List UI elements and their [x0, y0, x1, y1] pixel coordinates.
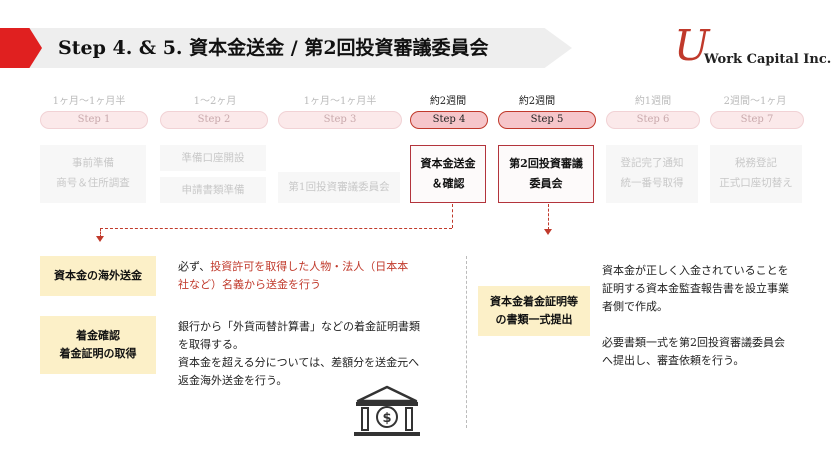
- duration-step3: 1ヶ月〜1ヶ月半: [303, 96, 377, 107]
- receipt-description: 銀行から「外貨両替計算書」などの着金証明書類 を取得する。 資本金を超える分につ…: [178, 318, 448, 390]
- title-banner: [24, 28, 572, 68]
- arrow-down-icon: [544, 229, 552, 235]
- step5-line1: 第2回投資審議: [509, 157, 583, 170]
- submission-line4: [602, 316, 822, 334]
- step-pill-5[interactable]: Step 5: [498, 111, 596, 129]
- remittance-text-highlight-1: 投資許可を取得した人物・法人（日本本: [210, 260, 409, 273]
- step1-line2: 商号＆住所調査: [56, 177, 130, 189]
- submission-line6: へ提出し、審査依頼を行う。: [602, 354, 745, 367]
- step6-box: 登記完了通知 統一番号取得: [606, 145, 698, 203]
- step-pill-3[interactable]: Step 3: [278, 111, 402, 129]
- step-pill-1[interactable]: Step 1: [40, 111, 148, 129]
- step6-line2: 統一番号取得: [620, 177, 684, 189]
- submission-label-line2: の書類一式提出: [495, 313, 573, 326]
- submission-line5: 必要書類一式を第2回投資審議委員会: [602, 336, 785, 349]
- step1-box: 事前準備 商号＆住所調査: [40, 145, 146, 203]
- remittance-text-a: 必ず、: [178, 260, 211, 273]
- step3-box: 第1回投資審議委員会: [278, 172, 400, 203]
- label-document-submission: 資本金着金証明等 の書類一式提出: [478, 286, 590, 336]
- receipt-line2: を取得する。: [178, 338, 244, 351]
- step-pill-2[interactable]: Step 2: [160, 111, 268, 129]
- receipt-line4: 返金海外送金を行う。: [178, 374, 288, 387]
- duration-step1: 1ヶ月〜1ヶ月半: [52, 96, 126, 107]
- label-overseas-remittance: 資本金の海外送金: [40, 256, 156, 296]
- duration-step7: 2週間〜1ヶ月: [723, 96, 787, 107]
- page-title: Step 4. & 5. 資本金送金 / 第2回投資審議委員会: [58, 37, 489, 59]
- step4-line2: ＆確認: [431, 177, 465, 190]
- receipt-line3: 資本金を超える分については、差額分を送金元へ: [178, 356, 420, 369]
- remittance-text-highlight-2: 社など）名義から送金を行う: [178, 278, 321, 291]
- step-pill-4[interactable]: Step 4: [410, 111, 488, 129]
- remittance-description: 必ず、投資許可を取得した人物・法人（日本本 社など）名義から送金を行う: [178, 258, 448, 294]
- duration-step4: 約2週間: [429, 96, 467, 107]
- step7-line1: 税務登記: [735, 157, 777, 169]
- step2-box-bottom: 申請書類準備: [160, 177, 266, 203]
- label-receipt-confirmation: 着金確認 着金証明の取得: [40, 316, 156, 374]
- step2-box-top: 準備口座開設: [160, 145, 266, 171]
- step1-line1: 事前準備: [72, 157, 114, 169]
- submission-line3: 者側で作成。: [602, 300, 668, 313]
- connector-step4-down: [452, 204, 453, 228]
- duration-step5: 約2週間: [518, 96, 556, 107]
- step5-line2: 委員会: [529, 177, 563, 190]
- step6-line1: 登記完了通知: [620, 157, 684, 169]
- receipt-line1: 銀行から「外貨両替計算書」などの着金証明書類: [178, 320, 420, 333]
- svg-text:$: $: [382, 411, 391, 426]
- step4-line1: 資本金送金: [420, 157, 476, 170]
- step-pill-6[interactable]: Step 6: [606, 111, 700, 129]
- section-divider: [466, 256, 467, 428]
- step7-line2: 正式口座切替え: [719, 177, 793, 189]
- connector-step4-horizontal: [100, 228, 452, 229]
- duration-step6: 約1週間: [634, 96, 672, 107]
- logo-text: Work Capital Inc.: [704, 52, 832, 67]
- submission-line2: 証明する資本金監査報告書を設立事業: [602, 282, 789, 295]
- submission-line1: 資本金が正しく入金されていることを: [602, 264, 789, 277]
- receipt-label-line2: 着金証明の取得: [59, 347, 137, 360]
- submission-description: 資本金が正しく入金されていることを 証明する資本金監査報告書を設立事業 者側で作…: [602, 262, 822, 370]
- connector-step5-down: [548, 204, 549, 230]
- arrow-down-icon: [96, 236, 104, 242]
- submission-label-line1: 資本金着金証明等: [490, 295, 578, 308]
- receipt-label-line1: 着金確認: [76, 329, 120, 342]
- step5-box[interactable]: 第2回投資審議 委員会: [498, 145, 594, 203]
- connector-step4-left-down: [100, 228, 101, 238]
- step-pill-7[interactable]: Step 7: [710, 111, 804, 129]
- duration-step2: 1〜2ヶ月: [193, 96, 237, 107]
- step7-box: 税務登記 正式口座切替え: [710, 145, 802, 203]
- logo-mark: U: [674, 21, 710, 70]
- bank-dollar-icon: $: [354, 385, 420, 436]
- step4-box[interactable]: 資本金送金 ＆確認: [410, 145, 486, 203]
